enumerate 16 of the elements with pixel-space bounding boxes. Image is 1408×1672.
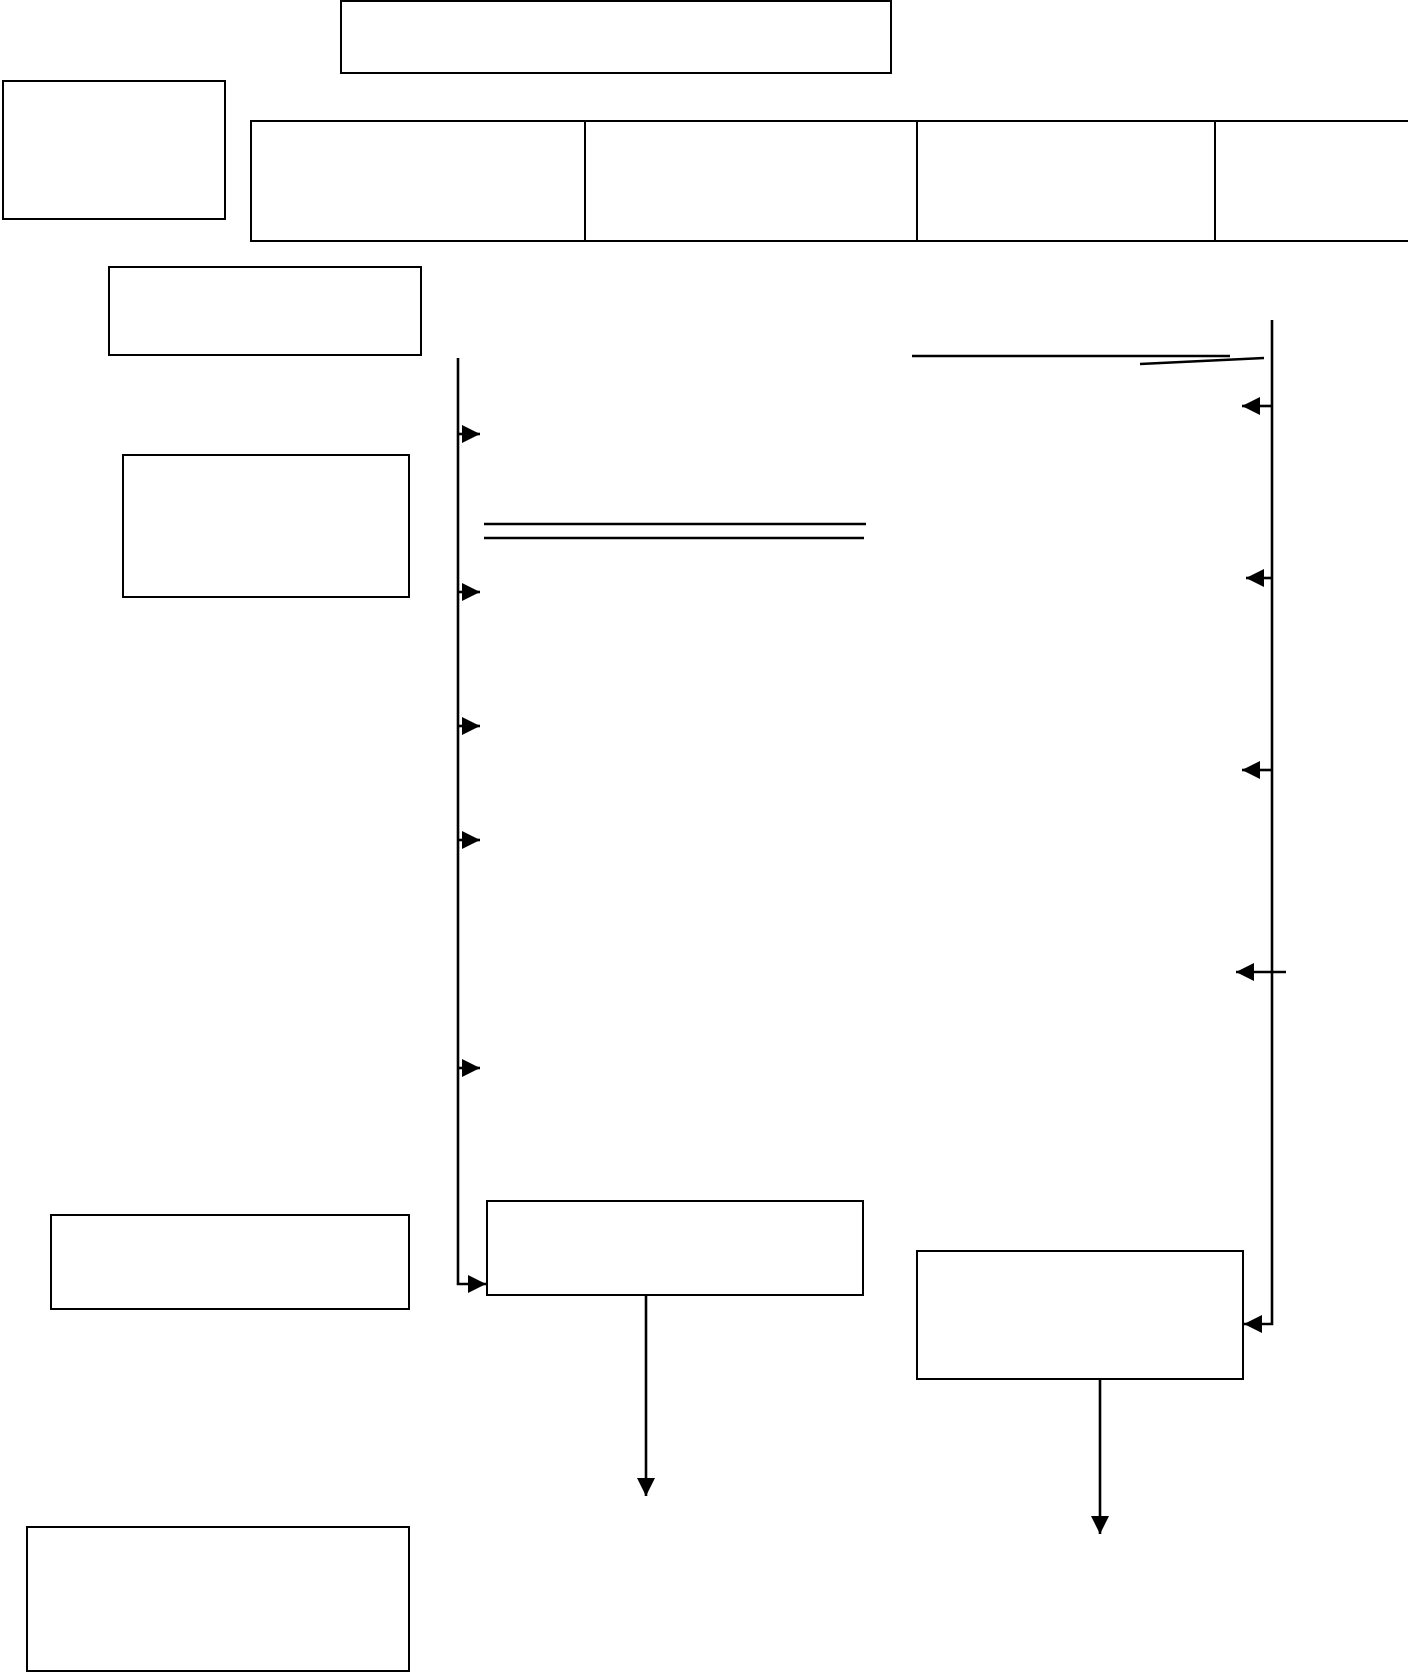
empty-box bbox=[340, 0, 892, 74]
arrow bbox=[1091, 1380, 1109, 1534]
empty-box bbox=[122, 454, 410, 598]
band-cell bbox=[918, 120, 1216, 242]
band-cell bbox=[586, 120, 918, 242]
empty-box bbox=[916, 1250, 1244, 1380]
band-cell bbox=[1216, 120, 1408, 242]
empty-box bbox=[486, 1200, 864, 1296]
band-cell bbox=[250, 120, 586, 242]
empty-box bbox=[2, 80, 226, 220]
arrow bbox=[637, 1296, 655, 1496]
arrow bbox=[1244, 320, 1274, 1333]
empty-box bbox=[26, 1526, 410, 1672]
empty-box bbox=[50, 1214, 410, 1310]
empty-box bbox=[108, 266, 422, 356]
arrow bbox=[456, 358, 486, 1293]
